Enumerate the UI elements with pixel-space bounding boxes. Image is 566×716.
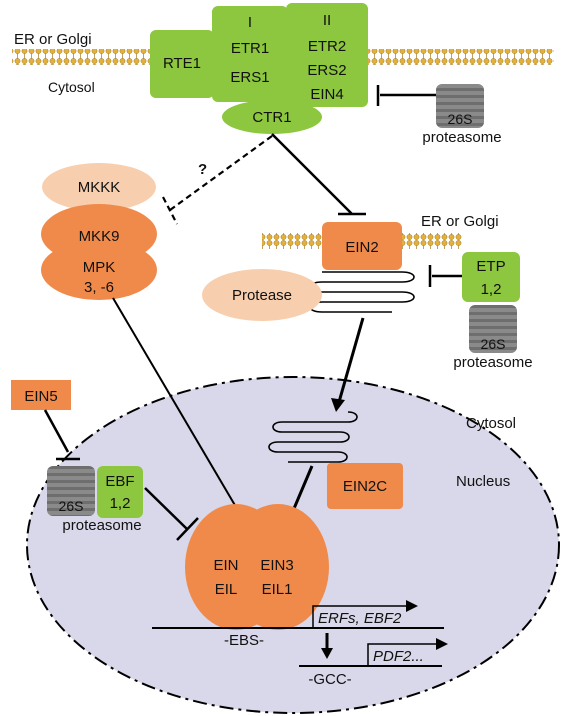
top-proteasome-label: 26S (448, 111, 473, 127)
induction-arrowhead (321, 648, 333, 659)
right-proteasome-label: 26S (481, 336, 506, 352)
etp-label-line2: 1,2 (481, 281, 502, 298)
rte1-box (150, 30, 214, 98)
left-proteasome-caption: proteasome (62, 517, 141, 534)
ebf-label-line2: 1,2 (110, 495, 131, 512)
ebs-element-label: -EBS- (224, 632, 264, 649)
gcc-element-label: -GCC- (308, 671, 351, 688)
nucleus-label: Nucleus (456, 473, 510, 490)
ein3-right-subunit (227, 504, 329, 630)
etp-box (462, 252, 520, 302)
ein2c-label: EIN2C (343, 478, 387, 495)
ein2-label: EIN2 (345, 239, 378, 256)
group1-member-ers1: ERS1 (230, 69, 269, 86)
right-proteasome-icon (469, 305, 517, 353)
mkk9-label: MKK9 (79, 228, 120, 245)
ctr1-label: CTR1 (252, 109, 291, 126)
ein2-cleavage-arrowhead (331, 398, 345, 412)
right-proteasome-caption: proteasome (453, 354, 532, 371)
protease-ellipse (202, 269, 322, 321)
primary-transcription-arrowhead (406, 600, 418, 612)
group1-member-etr1: ETR1 (231, 40, 269, 57)
group2-member-etr2: ETR2 (308, 38, 346, 55)
ctr1-ein2-inhibit (271, 133, 366, 216)
ein3-left-line2: EIL (215, 581, 238, 598)
mpk-label-line2: 3, -6 (84, 279, 114, 296)
secondary-targets-label: PDF2... (373, 648, 424, 665)
ein3-left-line1: EIN (213, 557, 238, 574)
left-proteasome-icon (47, 466, 95, 516)
etp-label-line1: ETP (476, 258, 505, 275)
ebf-ein3-inhibit (144, 487, 199, 541)
top-proteasome-icon (436, 84, 484, 128)
receptor-group2-box (286, 3, 368, 107)
ein2-transmembrane-loops (309, 271, 415, 313)
nucleus-cytosol-label: Cytosol (466, 415, 516, 432)
group2-member-ein4: EIN4 (310, 86, 343, 103)
ein3-right-line2: EIL1 (262, 581, 293, 598)
ein5-box (11, 380, 71, 410)
ein2-box (322, 222, 402, 270)
group2-roman: II (323, 12, 331, 29)
ebf-box (97, 466, 143, 518)
top-cytosol-label: Cytosol (48, 79, 95, 95)
ctr1-ellipse (222, 100, 322, 134)
top-location-label: ER or Golgi (14, 31, 92, 48)
ctr1-mkkk-dashed-link (162, 135, 273, 225)
mpk-label-line1: MPK (83, 259, 116, 276)
top-proteasome-inhibit (376, 85, 436, 106)
ein5-label: EIN5 (24, 388, 57, 405)
ein2c-box (327, 463, 403, 509)
group2-member-ers2: ERS2 (307, 62, 346, 79)
ein3-right-line1: EIN3 (260, 557, 293, 574)
left-proteasome-label: 26S (59, 498, 84, 514)
primary-transcription-arrow (312, 605, 410, 628)
mkkk-label: MKKK (78, 179, 121, 196)
secondary-transcription-arrow (367, 643, 440, 666)
mpk-ein3-arrow-line (112, 297, 247, 525)
primary-targets-label: ERFs, EBF2 (318, 610, 402, 627)
ebf-label-line1: EBF (105, 473, 134, 490)
mid-location-label: ER or Golgi (421, 213, 499, 230)
receptor-group1-box (212, 6, 288, 102)
ein2c-nuclear-coil (268, 411, 358, 463)
unknown-link-label: ? (198, 161, 207, 178)
mkkk-ellipse (42, 163, 156, 211)
ein5-proteasome-inhibit (43, 409, 80, 461)
ein2-cleavage-arrow-line (337, 317, 365, 403)
mpk-ellipse (41, 240, 157, 300)
secondary-transcription-arrowhead (436, 638, 448, 650)
group1-roman: I (248, 14, 252, 31)
top-proteasome-caption: proteasome (422, 129, 501, 146)
rte1-label: RTE1 (163, 55, 201, 72)
etp-ein2-inhibit (428, 265, 462, 287)
protease-label: Protease (232, 287, 292, 304)
